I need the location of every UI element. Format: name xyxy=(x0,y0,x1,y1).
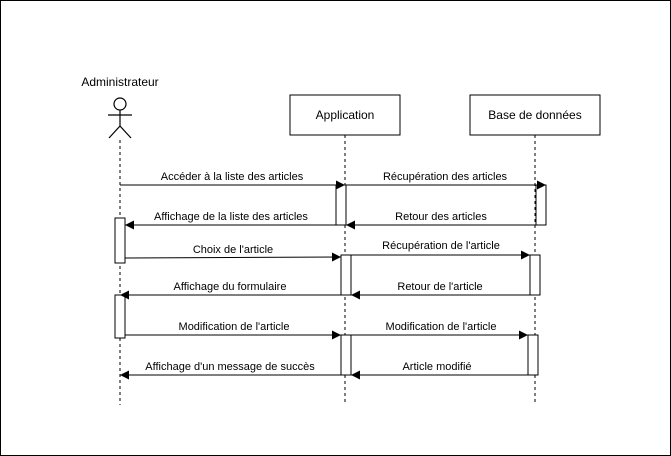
message-label: Retour des articles xyxy=(395,211,487,223)
message-label: Retour de l'article xyxy=(397,281,482,293)
activation-bar xyxy=(535,184,547,226)
activation-bar xyxy=(114,294,126,339)
participant-database-box xyxy=(469,94,601,136)
activation-bar xyxy=(114,217,126,264)
message-label: Récupération de l'article xyxy=(382,240,500,252)
message-label: Accéder à la liste des articles xyxy=(161,171,304,183)
message-arrow xyxy=(124,252,342,262)
message-label: Choix de l'article xyxy=(193,244,273,256)
message-label: Affichage de la liste des articles xyxy=(154,211,308,223)
activation-bar xyxy=(335,184,347,226)
participant-application-label: Application xyxy=(316,108,375,122)
activation-bar xyxy=(340,254,352,296)
message-label: Modification de l'article xyxy=(179,321,290,333)
message-label: Affichage d'un message de succès xyxy=(145,361,315,373)
participant-database-label: Base de données xyxy=(488,108,581,122)
message-label: Article modifié xyxy=(402,361,471,373)
message-label: Récupération des articles xyxy=(383,171,508,183)
actor-label: Administrateur xyxy=(81,75,158,89)
message-label: Modification de l'article xyxy=(386,321,497,333)
participant-application-box xyxy=(289,94,401,136)
actor-figure-icon xyxy=(108,97,132,139)
activation-bar xyxy=(340,334,352,376)
message-label: Affichage du formulaire xyxy=(174,281,287,293)
activation-bar xyxy=(527,334,539,376)
activation-bar xyxy=(529,254,541,296)
